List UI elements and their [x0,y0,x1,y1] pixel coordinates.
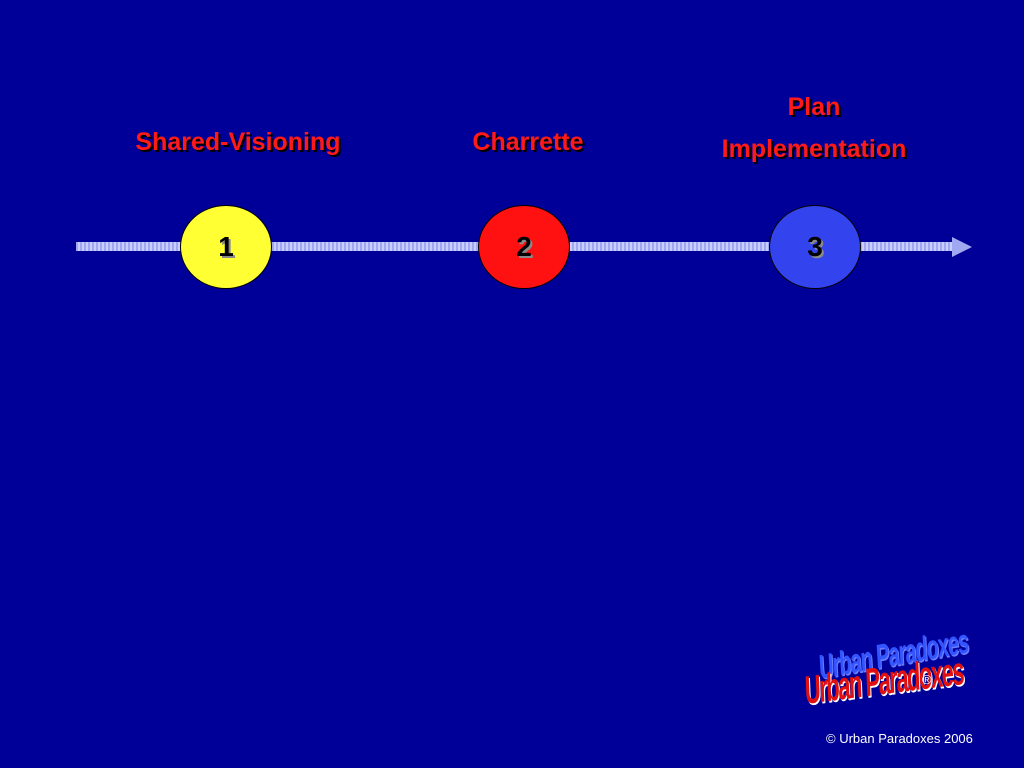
stage-3-node: 3 [769,205,861,289]
copyright-text: © Urban Paradoxes 2006 [826,731,973,746]
stage-1-number: 1 [218,231,234,262]
stage-2-number: 2 [516,231,532,262]
stage-2-label: Charrette [428,121,628,163]
stage-3-label-line-2: Implementation [721,135,907,163]
stage-2-node: 2 [478,205,570,289]
stage-3-number: 3 [807,231,823,262]
stage-1-label-line-1: Shared-Visioning [135,128,341,156]
stage-3-label-line-1: Plan [787,93,841,121]
urban-paradoxes-logo: Urban Paradoxes Urban Paradoxes [800,623,969,718]
stage-2-label-line-1: Charrette [472,128,584,156]
stage-3-label: Plan Implementation [694,86,934,170]
timeline-arrowhead [952,237,972,257]
stage-1-label: Shared-Visioning [118,121,358,163]
stage-1-node: 1 [180,205,272,289]
registered-mark: ® [922,672,932,687]
